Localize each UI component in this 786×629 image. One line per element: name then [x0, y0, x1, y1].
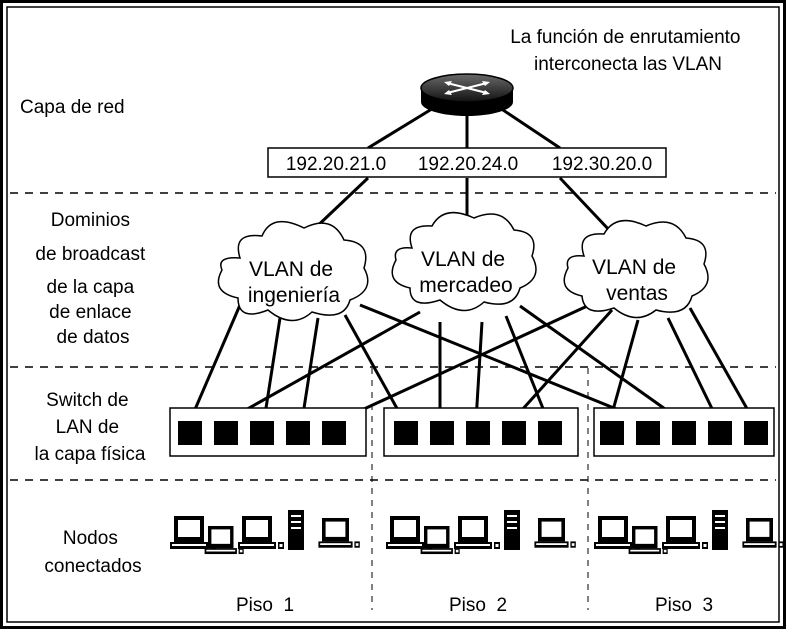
workstation-icon: [454, 516, 500, 549]
vlan-ingenieria-label-line1: VLAN de: [249, 258, 333, 281]
switch-port-icon: [708, 421, 732, 445]
workstation-icon: [170, 516, 216, 549]
switch-port-icon: [214, 421, 238, 445]
nodes-floor-1: [170, 510, 360, 555]
workstation-icon: [662, 516, 708, 549]
workstation-icon: [204, 526, 244, 555]
layer-label-broadcast: Dominios de broadcast de la capa de enla…: [35, 210, 150, 348]
switch-ports: [178, 421, 346, 445]
link-ven-p11: [608, 319, 640, 422]
vlan-port-links: [188, 300, 756, 423]
floor-label-2: Piso 2: [449, 595, 507, 616]
switch-floor-3: [593, 407, 775, 457]
switch-port-icon: [466, 421, 490, 445]
link-ing-p4: [300, 317, 320, 422]
vlan-mercadeo-label-line1: VLAN de: [421, 248, 505, 271]
workstation-icon: [386, 516, 432, 549]
vlan-cloud-ingenieria: VLAN de ingeniería: [217, 220, 369, 322]
svg-text:VLAN de mercadeo: VLAN de mercadeo: [419, 248, 512, 297]
inner-frame: [6, 6, 780, 623]
switch-ports: [600, 421, 768, 445]
switch-port-icon: [250, 421, 274, 445]
link-ven-p14: [666, 317, 720, 422]
switch-port-icon: [538, 421, 562, 445]
floor-separators: [371, 368, 589, 610]
layer-label-network: Capa de red: [20, 97, 125, 118]
server-icon: [712, 510, 728, 550]
link-ing-p12: [359, 303, 647, 423]
switch-port-icon: [430, 421, 454, 445]
router-icon: [420, 73, 514, 116]
cloud-icon: [563, 219, 709, 319]
link-ven-p15: [688, 307, 756, 422]
subnet-box: [267, 147, 667, 178]
switch-floor-1: [169, 407, 367, 457]
switch-port-icon: [502, 421, 526, 445]
switch-port-icon: [178, 421, 202, 445]
subnet-label-3: 192.30.20.0: [552, 154, 652, 175]
nodes-floor-2: [386, 510, 576, 555]
workstation-icon: [318, 518, 360, 548]
switch-port-icon: [286, 421, 310, 445]
cloud-icon: [217, 220, 369, 322]
router-links: [367, 102, 561, 150]
link-ing-p3: [262, 317, 282, 422]
workstation-icon: [420, 526, 460, 555]
workstation-icon: [238, 516, 284, 549]
link-ing-p1: [188, 304, 242, 422]
svg-text:VLAN de ventas: VLAN de ventas: [592, 256, 682, 305]
link-ven-p5: [337, 300, 597, 423]
vlan-ventas-label-line1: VLAN de: [592, 256, 676, 279]
link-mer-p8: [474, 321, 484, 422]
vlan-ingenieria-label-line2: ingeniería: [248, 284, 341, 307]
layer-label-switch: Switch de LAN de la capa física: [35, 390, 146, 465]
floor-label-1: Piso 1: [236, 595, 294, 616]
link-ing-p6: [343, 314, 406, 422]
vlan-ventas-label-line2: ventas: [606, 282, 668, 305]
switch-port-icon: [322, 421, 346, 445]
workstation-icon: [534, 518, 576, 548]
switch-port-icon: [600, 421, 624, 445]
switch-port-icon: [394, 421, 418, 445]
vlan-cloud-mercadeo: VLAN de mercadeo: [391, 211, 537, 312]
link-mer-p2: [225, 310, 421, 423]
switch-ports: [394, 421, 562, 445]
workstation-icon: [742, 518, 784, 548]
router-link-1: [367, 102, 441, 150]
switch-port-icon: [672, 421, 696, 445]
server-icon: [504, 510, 520, 550]
workstation-icon: [594, 516, 640, 549]
layer-separators: [10, 192, 776, 481]
link-mer-p10: [504, 315, 550, 422]
svg-text:VLAN de ingeniería: VLAN de ingeniería: [248, 258, 341, 307]
subnet-label-2: 192.20.24.0: [418, 154, 518, 175]
switch-port-icon: [744, 421, 768, 445]
cloud-icon: [391, 211, 537, 312]
vlan-cloud-ventas: VLAN de ventas: [563, 219, 709, 319]
vlan-mercadeo-label-line2: mercadeo: [419, 274, 512, 297]
nodes-floor-3: [594, 510, 784, 555]
switch-floor-2: [383, 407, 579, 457]
switch-port-icon: [636, 421, 660, 445]
router-caption: La función de enrutamiento interconecta …: [510, 27, 746, 75]
floor-label-3: Piso 3: [655, 595, 713, 616]
workstation-icon: [628, 526, 668, 555]
server-icon: [288, 510, 304, 550]
link-ven-p9: [510, 308, 614, 423]
layer-label-nodes: Nodos conectados: [44, 528, 141, 577]
subnet-label-1: 192.20.21.0: [286, 154, 386, 175]
router-link-3: [493, 102, 561, 150]
